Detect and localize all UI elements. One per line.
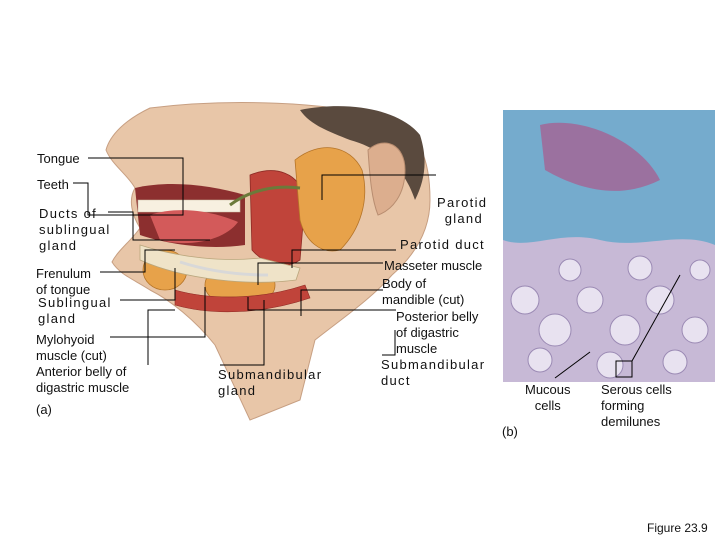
label-posterior-belly-digastric: Posterior belly of digastric muscle xyxy=(396,309,479,356)
label-parotid-duct: Parotid duct xyxy=(400,237,485,252)
leader-lines xyxy=(73,157,681,379)
parotid-gland-shape xyxy=(294,147,366,252)
digastric-muscle xyxy=(174,284,311,313)
label-parotid-gland: Parotid gland xyxy=(437,195,488,226)
mandible xyxy=(139,244,301,283)
parotid-duct-shape xyxy=(229,185,301,207)
label-teeth: Teeth xyxy=(37,177,69,192)
label-submandibular-duct: Submandibular duct xyxy=(381,357,486,388)
mucous-acini xyxy=(510,255,711,379)
label-tongue: Tongue xyxy=(37,151,80,166)
hair xyxy=(300,106,425,200)
label-body-of-mandible: Body of mandible (cut) xyxy=(382,276,465,307)
label-ducts-of-sublingual-gland: Ducts of sublingual gland xyxy=(39,206,111,253)
ear xyxy=(367,142,406,216)
label-panel-a: (a) xyxy=(36,402,52,417)
figure-number: Figure 23.9 xyxy=(647,521,708,535)
label-mylohyoid-muscle: Mylohyoid muscle (cut) xyxy=(36,332,107,363)
tongue-shape xyxy=(150,210,238,244)
label-serous-cells-demilunes: Serous cells forming demilunes xyxy=(601,382,672,429)
label-sublingual-gland: Sublingual gland xyxy=(38,295,112,326)
label-frenulum-of-tongue: Frenulum of tongue xyxy=(36,266,91,297)
label-anterior-belly-digastric: Anterior belly of digastric muscle xyxy=(36,364,130,395)
serous-acini-stain xyxy=(540,122,660,191)
label-submandibular-gland: Submandibular gland xyxy=(218,367,323,398)
label-masseter-muscle: Masseter muscle xyxy=(384,258,483,273)
label-panel-b: (b) xyxy=(502,424,518,439)
label-mucous-cells: Mucous cells xyxy=(525,382,571,413)
teeth-row xyxy=(137,199,241,213)
